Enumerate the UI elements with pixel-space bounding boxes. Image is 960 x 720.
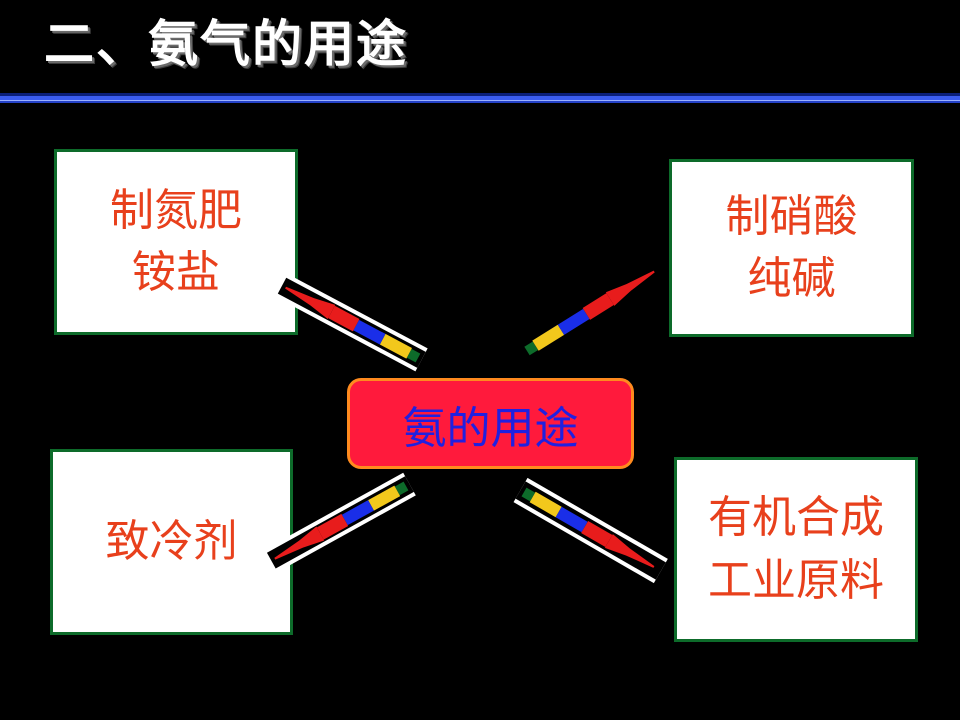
title-underline-rule bbox=[0, 93, 960, 103]
slide-title: 二、氨气的用途 bbox=[44, 15, 408, 73]
pencil-arrow-icon bbox=[513, 477, 668, 584]
use-box-refrigerant: 致冷剂 bbox=[50, 449, 293, 635]
use-box-nitric-acid: 制硝酸 纯碱 bbox=[669, 159, 914, 337]
pencil-arrow-icon bbox=[265, 472, 416, 573]
center-topic-box: 氨的用途 bbox=[347, 378, 634, 469]
use-box-label: 致冷剂 bbox=[105, 515, 238, 567]
use-box-label: 制氮肥 铵盐 bbox=[110, 184, 242, 298]
use-box-organic-synthesis: 有机合成 工业原料 bbox=[674, 457, 918, 642]
pencil-arrow-icon bbox=[275, 274, 428, 372]
pencil-arrow-icon bbox=[522, 264, 659, 358]
use-box-fertilizer: 制氮肥 铵盐 bbox=[54, 149, 298, 335]
use-box-label: 有机合成 工业原料 bbox=[708, 492, 884, 606]
use-box-label: 制硝酸 纯碱 bbox=[725, 190, 858, 304]
center-topic-label: 氨的用途 bbox=[402, 402, 579, 454]
